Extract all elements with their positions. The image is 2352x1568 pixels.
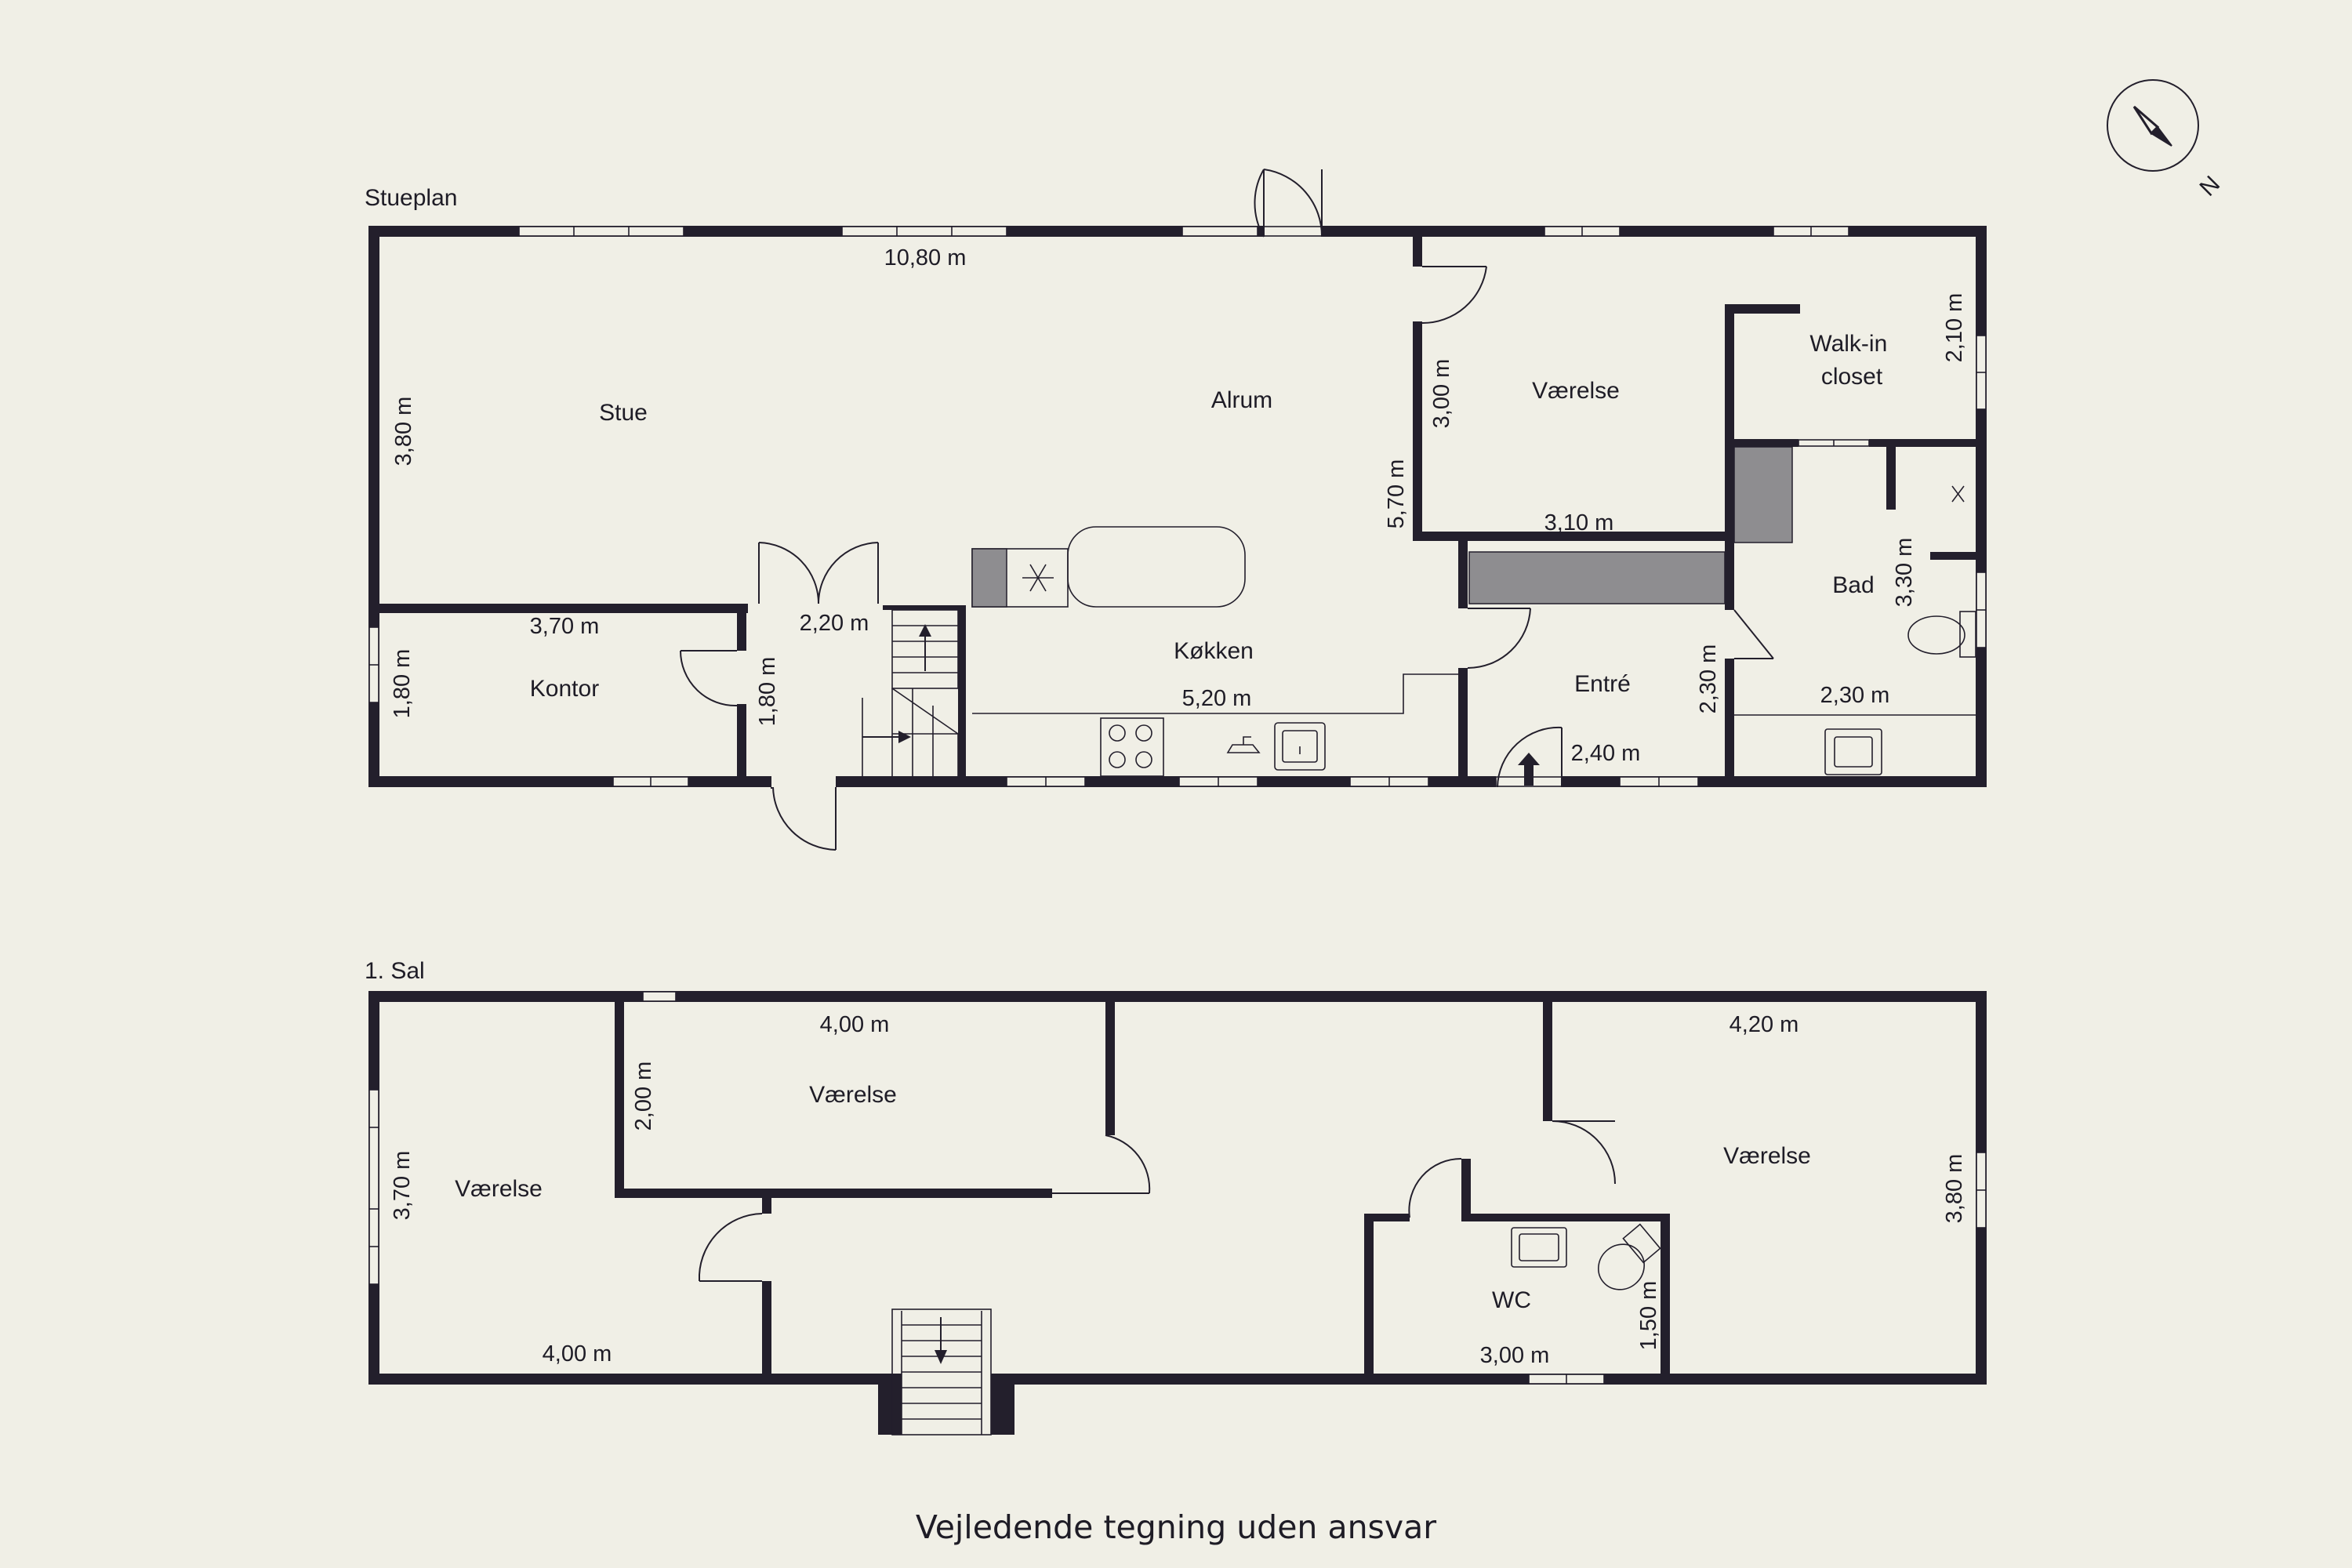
closet-sliding-door — [1798, 439, 1870, 447]
bathroom-fixtures — [1734, 611, 1976, 775]
wc-door — [1408, 1157, 1462, 1218]
ground-floor: Stueplan — [365, 169, 1987, 851]
first-floor: 1. Sal — [365, 958, 1987, 1436]
first-stairs — [878, 1308, 1014, 1436]
dim-mid-w: 4,00 m — [820, 1012, 890, 1037]
compass: N — [2107, 79, 2226, 201]
kitchen-fixtures — [971, 526, 1458, 777]
dim-vaer-w: 3,10 m — [1544, 510, 1614, 535]
dim-kontor-h: 1,80 m — [390, 649, 415, 719]
room-walkin-line2: closet — [1821, 364, 1883, 390]
bad-door — [1733, 609, 1774, 659]
kontor-door — [680, 650, 738, 707]
dim-left-h: 3,70 m — [390, 1151, 415, 1221]
dim-alrum-h: 5,70 m — [1384, 459, 1409, 529]
dim-wc-w: 3,00 m — [1480, 1343, 1550, 1368]
room-entre: Entré — [1574, 671, 1631, 697]
dim-entre-w: 2,40 m — [1571, 741, 1641, 766]
first-floor-title: 1. Sal — [365, 958, 425, 984]
dim-right-w: 4,20 m — [1730, 1012, 1799, 1037]
dim-koekken-w: 5,20 m — [1182, 686, 1252, 711]
dim-kontor-w: 3,70 m — [530, 614, 600, 639]
first-doors — [698, 1120, 1616, 1282]
compass-icon — [2107, 79, 2199, 172]
dim-wc-h: 1,50 m — [1636, 1281, 1661, 1351]
disclaimer-footer: Vejledende tegning uden ansvar — [916, 1508, 1436, 1546]
first-windows — [368, 991, 1987, 1385]
faucet-icon — [1226, 736, 1261, 753]
dim-left-w: 4,00 m — [543, 1341, 612, 1367]
ground-doors — [680, 169, 1965, 851]
north-label: N — [2195, 171, 2226, 201]
room-vaerelse-left: Værelse — [455, 1176, 543, 1202]
room-bad: Bad — [1832, 572, 1874, 598]
front-door — [771, 786, 837, 851]
vaerelse-door — [1421, 266, 1487, 325]
dim-walkin-h: 2,10 m — [1942, 293, 1967, 363]
hall-double-door — [758, 542, 879, 604]
ground-room-labels: Stue Alrum Værelse Walk-in closet Bad Ko… — [530, 331, 1893, 702]
ground-windows — [368, 226, 1987, 787]
room-vaerelse-mid: Værelse — [809, 1082, 897, 1108]
first-room-labels: Værelse Værelse Værelse WC — [455, 1082, 1811, 1313]
dim-hall-w: 2,20 m — [800, 611, 869, 636]
first-interior-walls — [615, 1002, 1670, 1385]
first-dimensions: 3,70 m 4,00 m 4,00 m 2,00 m 4,20 m 3,80 … — [390, 1012, 1967, 1368]
first-outer-walls — [368, 991, 1987, 1385]
freezer-snowflake-icon — [1022, 564, 1054, 592]
kitchen-door — [1467, 608, 1531, 670]
room-koekken: Køkken — [1174, 638, 1254, 664]
ground-interior-walls — [368, 226, 1987, 787]
dim-bad-w: 2,30 m — [1820, 683, 1890, 708]
entrance-door — [1495, 726, 1563, 788]
dim-hall-h: 1,80 m — [755, 657, 780, 727]
dim-right-h: 3,80 m — [1942, 1154, 1967, 1224]
room-walkin-line1: Walk-in — [1809, 331, 1887, 357]
left-vaerelse-door — [698, 1213, 763, 1282]
room-alrum: Alrum — [1211, 387, 1272, 413]
room-walkin: Walk-in closet — [1809, 331, 1893, 390]
dim-bad-h: 3,30 m — [1892, 538, 1917, 608]
mid-vaerelse-door — [1052, 1134, 1151, 1194]
ground-floor-title: Stueplan — [365, 185, 457, 211]
room-vaerelse: Værelse — [1532, 378, 1620, 404]
dim-entre-h: 2,30 m — [1696, 644, 1721, 714]
wc-fixtures — [1511, 1223, 1661, 1290]
room-stue: Stue — [599, 400, 648, 426]
room-wc: WC — [1492, 1287, 1531, 1313]
wardrobe-units — [1468, 446, 1793, 604]
dim-vaer-h: 3,00 m — [1429, 359, 1454, 429]
dim-top: 10,80 m — [884, 245, 967, 270]
dim-mid-h: 2,00 m — [631, 1062, 656, 1131]
room-vaerelse-right: Værelse — [1723, 1143, 1811, 1169]
ground-dimensions: 10,80 m 3,80 m 5,70 m 3,00 m 3,10 m 2,10… — [390, 245, 1967, 766]
bad-window-opening — [1951, 485, 1965, 503]
dim-stue-h: 3,80 m — [391, 397, 416, 466]
ground-stairs — [862, 605, 966, 778]
terrace-door — [1254, 169, 1323, 238]
right-vaerelse-door — [1552, 1120, 1616, 1185]
room-kontor: Kontor — [530, 676, 599, 702]
